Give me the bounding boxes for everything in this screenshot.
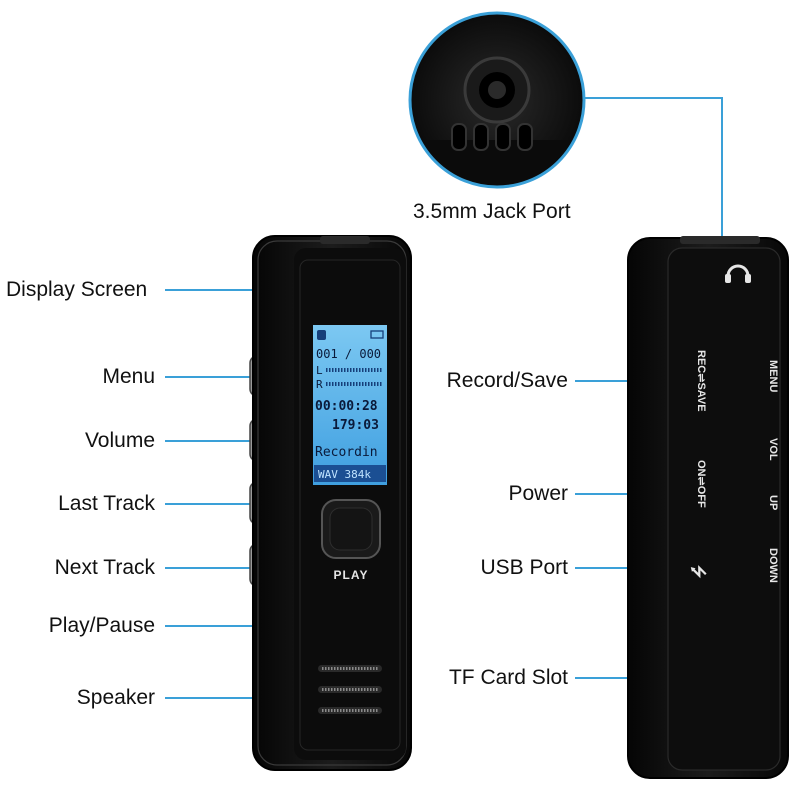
up-label: UP [767, 495, 779, 510]
callout-power: Power [508, 482, 568, 505]
callout-play-pause: Play/Pause [48, 614, 155, 637]
recorder-front: 001 / 000 L R 00:00:28 179:03 Recordin W… [249, 235, 412, 771]
lcd-track-counter: 001 / 000 [316, 347, 381, 361]
lcd-status: Recordin [315, 445, 378, 460]
callout-volume: Volume [84, 429, 155, 452]
rec-save-label: REC⇌SAVE [695, 350, 707, 412]
headphone-icon [725, 264, 751, 283]
lcd-remaining-time: 179:03 [332, 418, 379, 433]
callout-display-screen: Display Screen [6, 278, 148, 301]
callout-next-track: Next Track [54, 556, 155, 579]
vol-label: VOL [767, 438, 779, 461]
recorder-back: REC⇌SAVE ON⇌OFF MENU VOL UP DOWN ⭍ [627, 236, 789, 779]
callout-menu: Menu [102, 365, 155, 388]
lcd-channel-left: L [316, 364, 323, 377]
on-off-label: ON⇌OFF [695, 460, 707, 508]
callout-jack-port: 3.5mm Jack Port [413, 200, 571, 223]
callout-tf-card-slot: TF Card Slot [448, 666, 568, 689]
speaker-grille [318, 665, 382, 714]
lcd-format: WAV 384k [318, 468, 371, 481]
callout-record-save: Record/Save [446, 369, 568, 392]
lcd-channel-right: R [316, 378, 323, 391]
jack-port-zoom [408, 11, 586, 189]
lcd-screen [313, 325, 387, 485]
callout-speaker: Speaker [76, 686, 155, 709]
play-label: PLAY [334, 568, 369, 582]
lcd-elapsed-time: 00:00:28 [315, 399, 378, 414]
callout-last-track: Last Track [58, 492, 155, 515]
callout-usb-port: USB Port [480, 556, 568, 579]
menu-label: MENU [767, 360, 779, 392]
usb-icon: ⭍ [689, 565, 708, 579]
down-label: DOWN [767, 548, 779, 583]
